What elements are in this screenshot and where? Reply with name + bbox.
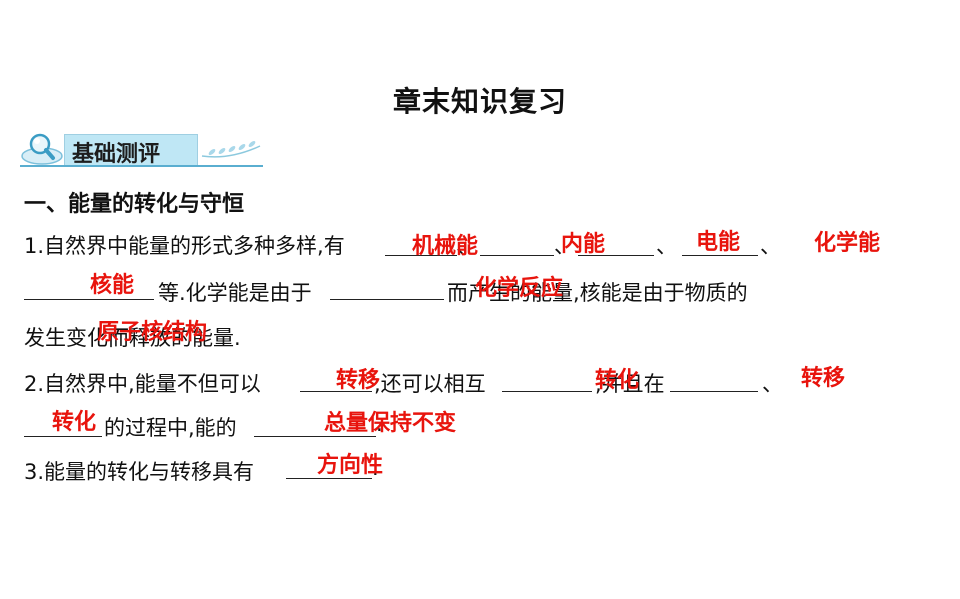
q2-answer-5: 总量保持不变	[324, 411, 457, 436]
q1-sep-1: 、	[456, 234, 477, 258]
badge-label: 基础测评	[72, 142, 161, 167]
q2-answer-4: 转化	[52, 410, 97, 435]
q1-answer-4: 化学能	[814, 231, 881, 256]
q1-blank-4	[682, 255, 758, 256]
q2-blank-2	[502, 391, 592, 392]
q1-blank-2	[480, 255, 554, 256]
q2-answer-3: 转移	[801, 366, 846, 391]
section-badge: 基础测评	[20, 130, 265, 170]
q1-line3: 发生变化而释放的能量.	[24, 326, 241, 350]
magnifier-book-icon	[20, 130, 70, 170]
q3-end: .	[372, 456, 379, 480]
q2-answer-1: 转移	[336, 368, 381, 393]
q2-blank-1	[300, 391, 372, 392]
q1-sep-2: 、	[554, 234, 575, 258]
q2-prefix: 2.自然界中,能量不但可以	[24, 372, 261, 396]
q2-blank-5	[254, 436, 376, 437]
q1-answer-1: 机械能	[412, 234, 479, 259]
q1-answer-3: 电能	[696, 230, 741, 255]
q2-sep: 、	[762, 372, 783, 396]
q2-mid-2: ,并且在	[595, 372, 665, 396]
section-heading: 一、能量的转化与守恒	[24, 192, 245, 217]
q3-answer-1: 方向性	[317, 453, 384, 478]
q3-blank-1	[286, 478, 372, 479]
q1-answer-5: 核能	[90, 273, 135, 298]
q2-answer-2: 转化	[595, 368, 640, 393]
badge-underline	[20, 165, 263, 167]
q1-line2-tail: 而产生的能量,核能是由于物质的	[447, 281, 748, 305]
q1-blank-6	[330, 299, 444, 300]
q1-prefix: 1.自然界中能量的形式多种多样,有	[24, 234, 345, 258]
q1-blank-1	[385, 255, 457, 256]
page-title: 章末知识复习	[392, 85, 567, 118]
q1-answer-7: 原子核结构	[97, 320, 208, 345]
leaf-decoration-icon	[200, 138, 262, 166]
q2-blank-3	[670, 391, 758, 392]
q1-answer-6: 化学反应	[475, 276, 564, 301]
q2-line2-mid: 的过程中,能的	[104, 416, 237, 440]
badge-box	[64, 134, 198, 166]
q2-blank-4	[24, 436, 102, 437]
q1-sep-3: 、	[656, 234, 677, 258]
q3-prefix: 3.能量的转化与转移具有	[24, 460, 255, 484]
q1-sep-4: 、	[760, 234, 781, 258]
q1-blank-5	[24, 299, 154, 300]
q2-end: .	[376, 412, 383, 436]
q1-answer-2: 内能	[561, 232, 606, 257]
q1-blank-3	[578, 255, 654, 256]
q1-line2-mid: 等.化学能是由于	[158, 281, 312, 305]
q2-mid-1: ,还可以相互	[374, 372, 486, 396]
